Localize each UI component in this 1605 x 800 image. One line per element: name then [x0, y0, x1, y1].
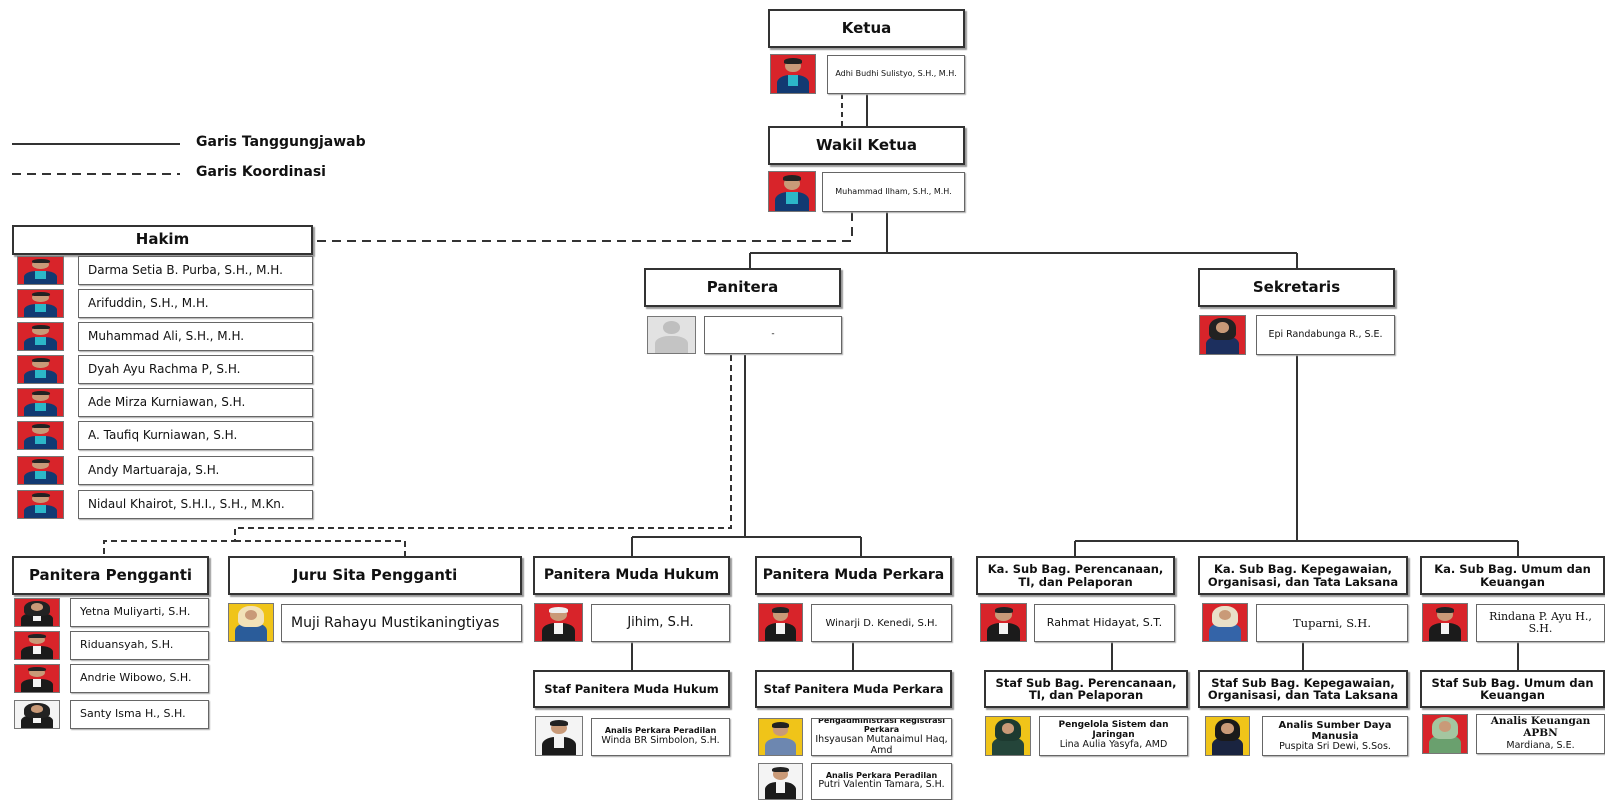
hakim-photo: [17, 456, 64, 485]
hakim-member-name: Ade Mirza Kurniawan, S.H.: [78, 388, 313, 417]
staf-name: Mardiana, S.E.: [1506, 740, 1575, 752]
ketua-name: Adhi Budhi Sulistyo, S.H., M.H.: [827, 55, 965, 94]
hakim-member-name: Muhammad Ali, S.H., M.H.: [78, 322, 313, 351]
sekretaris-name: Epi Randabunga R., S.E.: [1256, 315, 1395, 355]
staf-role: Pengadministrasi Registrasi Perkara: [817, 718, 946, 735]
staf-role: Analis Keuangan APBN: [1490, 715, 1591, 739]
subbag-umum-photo: [1422, 603, 1468, 642]
pm-hukum-name: Jihim, S.H.: [591, 604, 730, 642]
wakil-name: Muhammad Ilham, S.H., M.H.: [822, 172, 965, 212]
hakim-photo: [17, 289, 64, 318]
subbag-umum-staf-photo: [1422, 714, 1468, 754]
staf-role: Analis Sumber Daya Manusia: [1278, 719, 1392, 742]
subbag-ptip-staf-title: Staf Sub Bag. Perencanaan, TI, dan Pelap…: [984, 670, 1188, 708]
panitera-pengganti-name: Santy Isma H., S.H.: [70, 700, 209, 729]
hakim-member-name: A. Taufiq Kurniawan, S.H.: [78, 421, 313, 450]
staf-name: Winda BR Simbolon, S.H.: [601, 734, 720, 746]
legend-solid-label: Garis Tanggungjawab: [196, 134, 366, 150]
line-panitera-pengganti-dashed: [103, 355, 732, 557]
hakim-photo: [17, 322, 64, 351]
subbag-kepeg-staf-title: Staf Sub Bag. Kepegawaian, Organisasi, d…: [1198, 670, 1408, 708]
juru-sita-title: Juru Sita Pengganti: [228, 556, 522, 595]
legend-dashed-label: Garis Koordinasi: [196, 164, 326, 180]
pm-perkara-staf-title: Staf Panitera Muda Perkara: [755, 670, 952, 708]
subbag-kepeg-staf-photo: [1205, 716, 1250, 756]
wakil-photo: [768, 171, 816, 212]
subbag-ptip-name: Rahmat Hidayat, S.T.: [1034, 604, 1175, 642]
pm-perkara-staf-photo-2: [758, 763, 803, 800]
subbag-kepeg-photo: [1202, 603, 1248, 642]
hakim-photo: [17, 355, 64, 384]
panitera-pengganti-name: Yetna Muliyarti, S.H.: [70, 598, 209, 627]
hakim-member-name: Nidaul Khairot, S.H.I., S.H., M.Kn.: [78, 490, 313, 519]
subbag-umum-name: Rindana P. Ayu H., S.H.: [1476, 604, 1605, 642]
staf-name: Lina Aulia Yasyfa, AMD: [1059, 739, 1168, 751]
subbag-ptip-title: Ka. Sub Bag. Perencanaan, TI, dan Pelapo…: [976, 556, 1175, 595]
sekretaris-photo: [1199, 315, 1246, 355]
staf-role: Pengelola Sistem dan Jaringan: [1058, 719, 1169, 740]
wakil-title: Wakil Ketua: [768, 126, 965, 165]
ketua-photo: [770, 54, 816, 94]
panitera-name: -: [704, 316, 842, 354]
staf-name: Putri Valentin Tamara, S.H.: [818, 779, 945, 791]
pm-hukum-title: Panitera Muda Hukum: [533, 556, 730, 595]
sekretaris-title: Sekretaris: [1198, 268, 1395, 307]
hakim-photo: [17, 388, 64, 417]
ketua-title: Ketua: [768, 9, 965, 48]
panitera-pengganti-photo: [14, 598, 60, 627]
subbag-ptip-photo: [980, 603, 1027, 642]
hakim-member-name: Darma Setia B. Purba, S.H., M.H.: [78, 256, 313, 285]
hakim-title: Hakim: [12, 225, 313, 255]
pm-perkara-staf-photo-1: [758, 718, 803, 756]
subbag-umum-staf-title: Staf Sub Bag. Umum dan Keuangan: [1420, 670, 1605, 708]
staf-role: Analis Perkara Peradilan: [604, 726, 717, 736]
panitera-pengganti-name: Andrie Wibowo, S.H.: [70, 664, 209, 693]
hakim-photo: [17, 256, 64, 285]
hakim-member-name: Andy Martuaraja, S.H.: [78, 456, 313, 485]
pm-hukum-staf-photo: [535, 716, 583, 756]
hakim-photo: [17, 421, 64, 450]
pm-perkara-title: Panitera Muda Perkara: [755, 556, 952, 595]
panitera-title: Panitera: [644, 268, 841, 307]
subbag-kepeg-title: Ka. Sub Bag. Kepegawaian, Organisasi, da…: [1198, 556, 1408, 595]
staf-name: Puspita Sri Dewi, S.Sos.: [1279, 740, 1391, 752]
hakim-member-name: Dyah Ayu Rachma P, S.H.: [78, 355, 313, 384]
staf-name: Ihsyausan Mutanaimul Haq, Amd: [815, 733, 948, 756]
panitera-pengganti-photo: [14, 664, 60, 693]
pm-hukum-staf-title: Staf Panitera Muda Hukum: [533, 670, 730, 708]
panitera-photo-placeholder: [647, 316, 696, 354]
panitera-pengganti-photo: [14, 631, 60, 660]
panitera-pengganti-photo: [14, 700, 60, 729]
subbag-umum-title: Ka. Sub Bag. Umum dan Keuangan: [1420, 556, 1605, 595]
pm-perkara-name: Winarji D. Kenedi, S.H.: [811, 604, 952, 642]
hakim-photo: [17, 490, 64, 519]
pm-hukum-photo: [534, 603, 583, 642]
subbag-ptip-staf-photo: [985, 716, 1031, 756]
panitera-pengganti-title: Panitera Pengganti: [12, 556, 209, 595]
line-panitera-jurusita-dashed: [235, 540, 406, 557]
subbag-kepeg-name: Tuparni, S.H.: [1256, 604, 1408, 642]
line-wakil-hakim-dashed: [313, 212, 853, 242]
hakim-member-name: Arifuddin, S.H., M.H.: [78, 289, 313, 318]
panitera-pengganti-name: Riduansyah, S.H.: [70, 631, 209, 660]
juru-sita-name: Muji Rahayu Mustikaningtiyas: [281, 604, 522, 642]
staf-role: Analis Perkara Peradilan: [825, 770, 938, 780]
pm-perkara-photo: [758, 603, 803, 642]
juru-sita-photo: [228, 603, 274, 642]
